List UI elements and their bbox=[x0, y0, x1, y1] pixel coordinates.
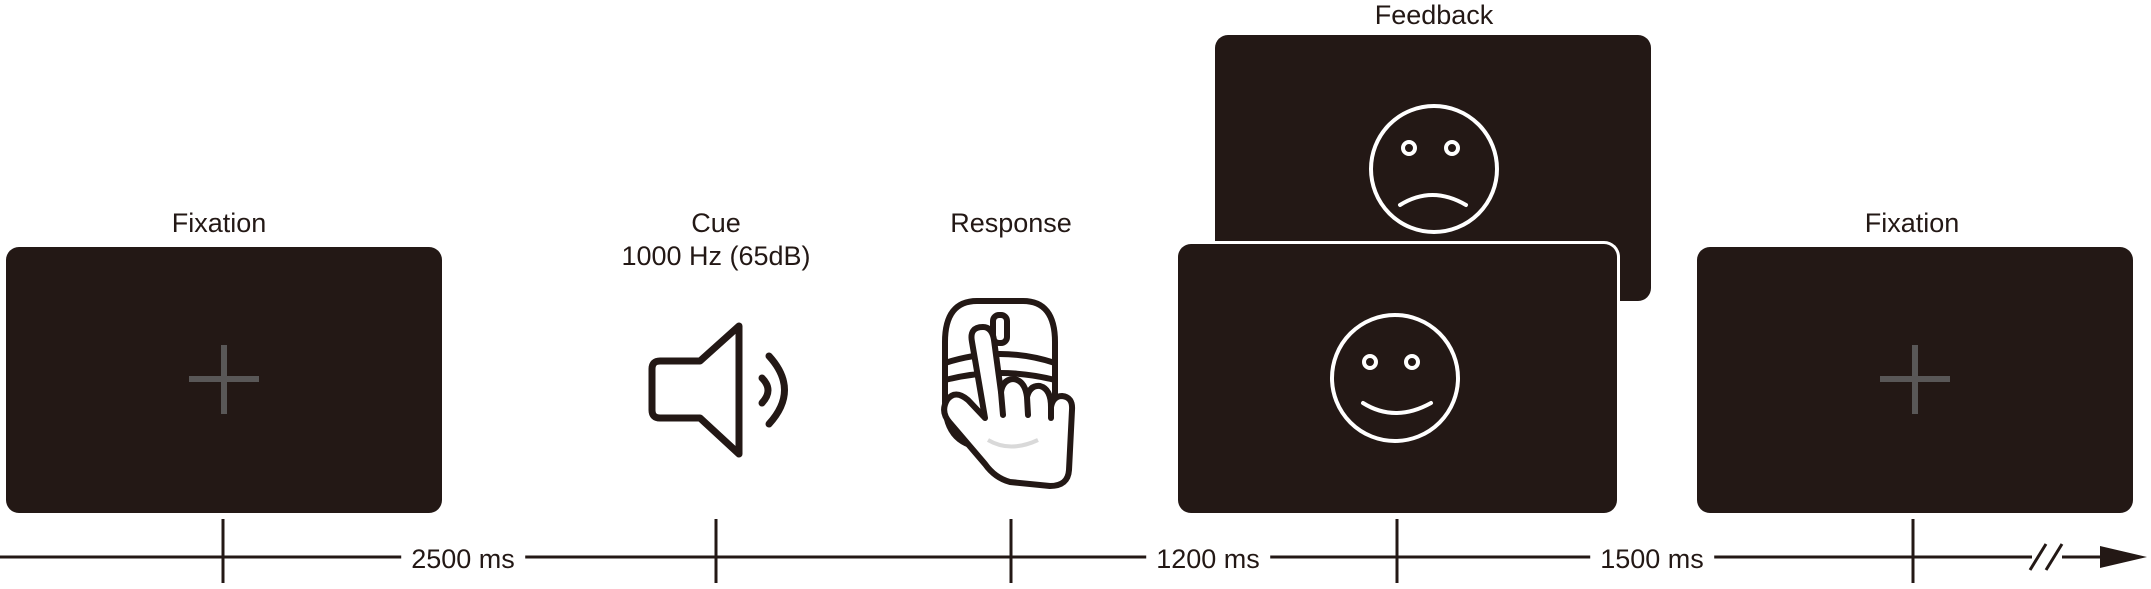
mouse-shadow bbox=[986, 438, 1039, 449]
timeline bbox=[0, 519, 2105, 583]
speaker-icon bbox=[648, 322, 788, 458]
label-fixation-start: Fixation bbox=[171, 208, 267, 238]
arrowhead-icon bbox=[2100, 546, 2147, 568]
duration-1500: 1500 ms bbox=[1590, 544, 1714, 574]
happy-face-icon bbox=[1330, 313, 1460, 443]
duration-1200: 1200 ms bbox=[1146, 544, 1270, 574]
duration-2500: 2500 ms bbox=[401, 544, 525, 574]
label-feedback: Feedback bbox=[1374, 0, 1494, 30]
timeline-break-icon bbox=[2028, 543, 2064, 571]
sad-face-icon bbox=[1369, 104, 1499, 234]
fixation-cross-icon bbox=[189, 345, 259, 414]
fixation-cross-icon bbox=[1880, 345, 1950, 414]
label-cue-title: Cue bbox=[691, 208, 741, 238]
label-fixation-end: Fixation bbox=[1864, 208, 1960, 238]
label-response: Response bbox=[950, 208, 1072, 238]
label-cue-detail: 1000 Hz (65dB) bbox=[621, 241, 811, 271]
feedback-screen-positive bbox=[1178, 244, 1617, 513]
mouse-click-icon bbox=[941, 298, 1076, 489]
